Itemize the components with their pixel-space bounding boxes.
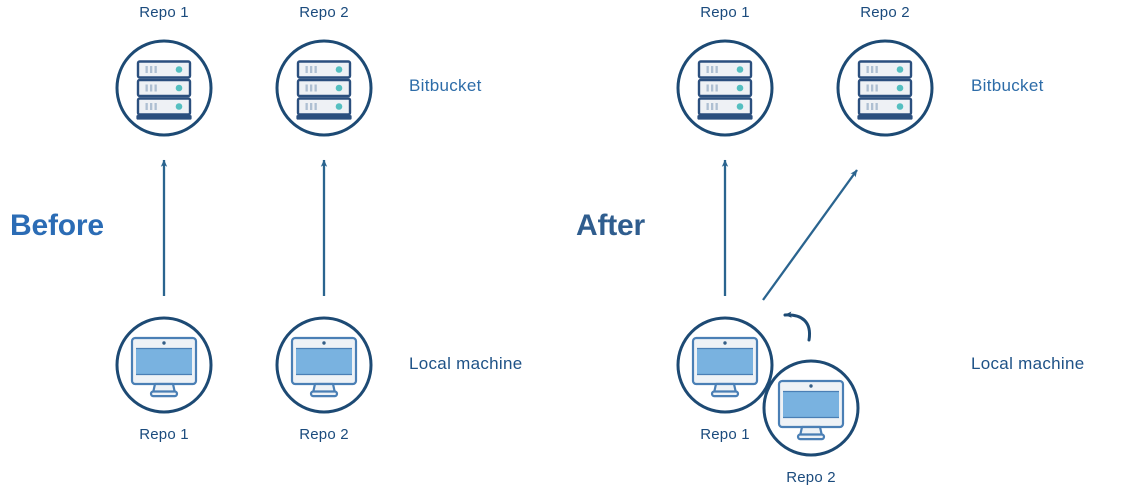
label-after-local-repo-1: Repo 1 [700, 426, 750, 443]
label-before-local-repo-2: Repo 2 [299, 426, 349, 443]
label-after-local-repo-2: Repo 2 [786, 469, 836, 486]
row-label-bitbucket-after: Bitbucket [971, 76, 1044, 95]
server-icon [295, 60, 353, 121]
after-arrow-2 [762, 169, 858, 301]
row-label-local-machine-after: Local machine [971, 354, 1085, 373]
label-before-remote-repo-2: Repo 2 [299, 4, 349, 21]
phase-label-after: After [576, 209, 646, 242]
phase-label-before: Before [10, 209, 104, 242]
after-arrow-curved [783, 311, 812, 342]
server-icon [696, 60, 754, 121]
label-after-remote-repo-2: Repo 2 [860, 4, 910, 21]
server-icon [856, 60, 914, 121]
label-before-remote-repo-1: Repo 1 [139, 4, 189, 21]
after-remote-repo-1[interactable] [676, 39, 774, 137]
before-remote-repo-2[interactable] [275, 39, 373, 137]
after-remote-repo-2[interactable] [836, 39, 934, 137]
before-remote-repo-1[interactable] [115, 39, 213, 137]
server-icon [135, 60, 193, 121]
row-label-local-machine-before: Local machine [409, 354, 523, 373]
label-before-local-repo-1: Repo 1 [139, 426, 189, 443]
row-label-bitbucket-before: Bitbucket [409, 76, 482, 95]
before-local-repo-2[interactable] [275, 316, 373, 414]
after-local-repo-2[interactable] [762, 359, 860, 457]
label-after-remote-repo-1: Repo 1 [700, 4, 750, 21]
before-local-repo-1[interactable] [115, 316, 213, 414]
after-local-repo-1[interactable] [676, 316, 774, 414]
